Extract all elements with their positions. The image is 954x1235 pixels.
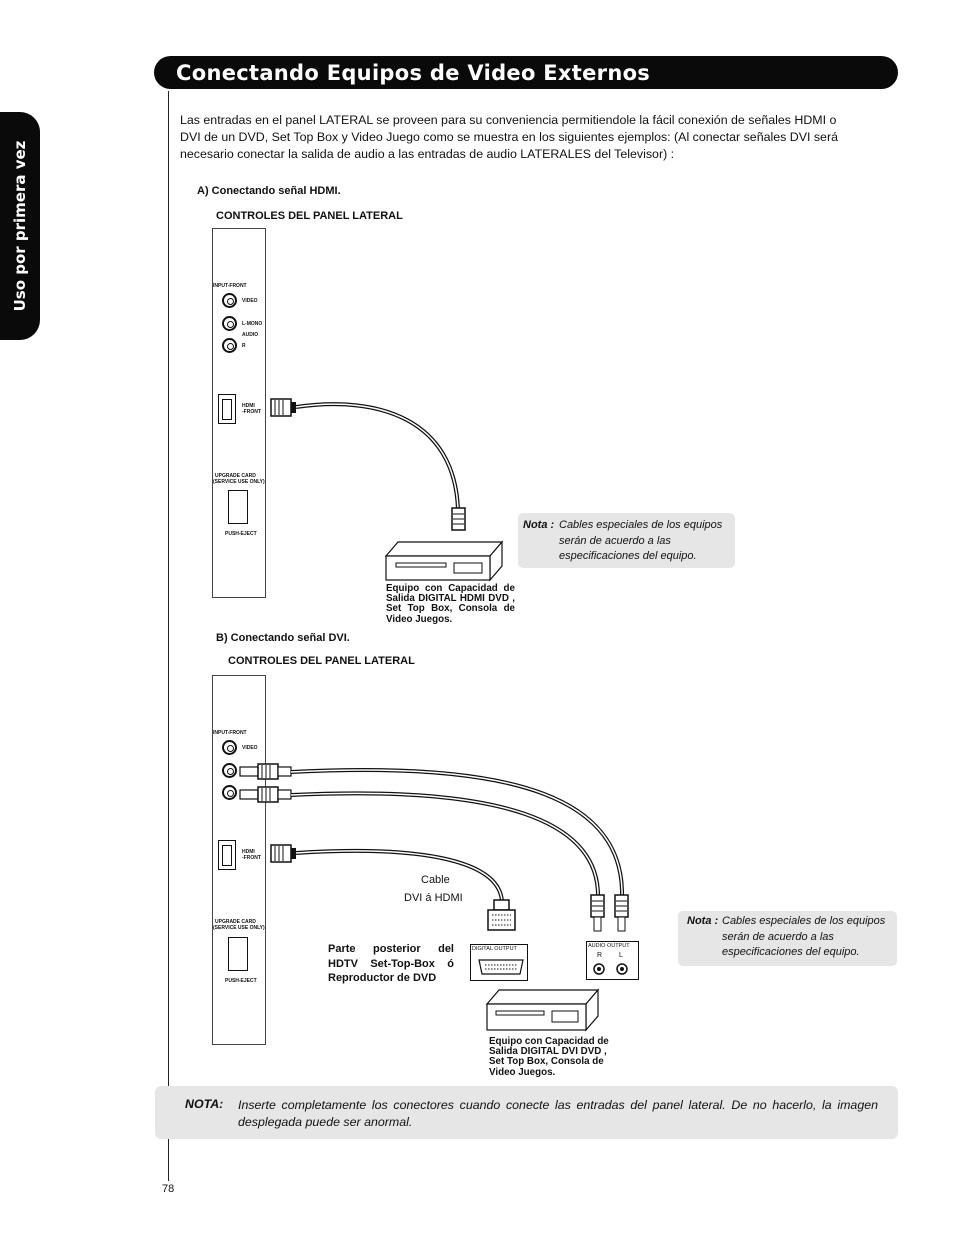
dvi-port-icon [478, 959, 524, 975]
section-b-device-caption: Equipo con Capacidad de Salida DIGITAL D… [489, 1036, 609, 1078]
input-front-label: INPUT-FRONT [213, 730, 247, 736]
section-a-note-text: Cables especiales de los equipos serán d… [559, 519, 723, 562]
page-number: 78 [162, 1183, 175, 1195]
rear-panel-label: Parte posterior del HDTV Set-Top-Box ó R… [328, 943, 454, 984]
audio-output-box [586, 941, 639, 980]
dvd-player-icon [485, 988, 600, 1032]
hdmi-plug-icon [270, 844, 296, 863]
hdmi-plug-icon [451, 507, 466, 531]
section-b-note-text: Cables especiales de los equipos serán d… [722, 915, 886, 958]
audio-r-jack [222, 338, 237, 353]
section-a-panel-title: CONTROLES DEL PANEL LATERAL [216, 210, 403, 222]
audio-cables [290, 767, 625, 899]
section-a-note-label: Nota : [523, 519, 555, 531]
bottom-note-text: Inserte completamente los conectores cua… [238, 1098, 878, 1129]
hdmi-port [218, 394, 236, 424]
video-jack [222, 293, 237, 308]
service-use-label: (SERVICE USE ONLY) [213, 925, 265, 931]
video-label: VIDEO [242, 745, 258, 751]
upgrade-card-label: UPGRADE CARD [215, 919, 256, 925]
digital-output-label: DIGITAL OUTPUT [472, 946, 517, 952]
section-b-heading: B) Conectando señal DVI. [216, 632, 350, 644]
section-b-panel-title: CONTROLES DEL PANEL LATERAL [228, 655, 415, 667]
dvd-player-icon [384, 540, 504, 582]
hdmi-port [218, 840, 236, 870]
hdmi-front-label: -FRONT [242, 409, 261, 415]
section-a-device-caption: Equipo con Capacidad de Salida DIGITAL H… [386, 583, 515, 625]
intro-paragraph: Las entradas en el panel LATERAL se prov… [180, 113, 838, 161]
side-panel-b [212, 675, 266, 1045]
push-eject-label: PUSH-EJECT [225, 531, 257, 537]
hdmi-front-label: -FRONT [242, 855, 261, 861]
hdmi-cable [295, 402, 460, 511]
audio-l-jack [222, 763, 237, 778]
cable-label-line1: Cable [421, 874, 450, 886]
section-a-note-box [518, 513, 735, 568]
hdmi-label: HDMI [242, 849, 255, 855]
margin-line [168, 91, 169, 1181]
dvi-plug-icon [487, 899, 516, 931]
rca-plug-icon [239, 786, 292, 803]
bottom-note-label: NOTA: [185, 1097, 224, 1111]
rca-plug-icon [239, 763, 292, 780]
input-front-label: INPUT-FRONT [213, 283, 247, 289]
video-jack [222, 740, 237, 755]
rca-plug-icon [614, 894, 629, 932]
audio-r-jack [222, 785, 237, 800]
audio-output-r-label: R [597, 952, 603, 959]
hdmi-label: HDMI [242, 403, 255, 409]
dvi-hdmi-cable [295, 848, 504, 903]
side-tab [0, 112, 40, 340]
audio-output-label: AUDIO OUTPUT [588, 943, 630, 949]
section-b-note-label: Nota : [687, 915, 719, 927]
audio-l-jack [222, 316, 237, 331]
upgrade-card-label: UPGRADE CARD [215, 473, 256, 479]
section-b-note-box [678, 911, 897, 966]
audio-output-l-label: L [619, 952, 623, 959]
cable-label-line2: DVI á HDMI [404, 892, 463, 904]
page-title: Conectando Equipos de Video Externos [176, 61, 651, 85]
section-a-heading: A) Conectando señal HDMI. [197, 185, 341, 197]
side-panel-a [212, 228, 266, 598]
title-bar [154, 56, 898, 89]
l-mono-label: L-MONO [242, 321, 263, 327]
service-use-label: (SERVICE USE ONLY) [213, 479, 265, 485]
audio-label: AUDIO [242, 332, 259, 338]
hdmi-plug-icon [270, 398, 296, 417]
rca-plug-icon [590, 894, 605, 932]
card-slot [228, 937, 248, 971]
r-label: R [242, 343, 246, 349]
card-slot [228, 490, 248, 524]
video-label: VIDEO [242, 298, 258, 304]
bottom-note-box [155, 1086, 898, 1139]
push-eject-label: PUSH-EJECT [225, 978, 257, 984]
